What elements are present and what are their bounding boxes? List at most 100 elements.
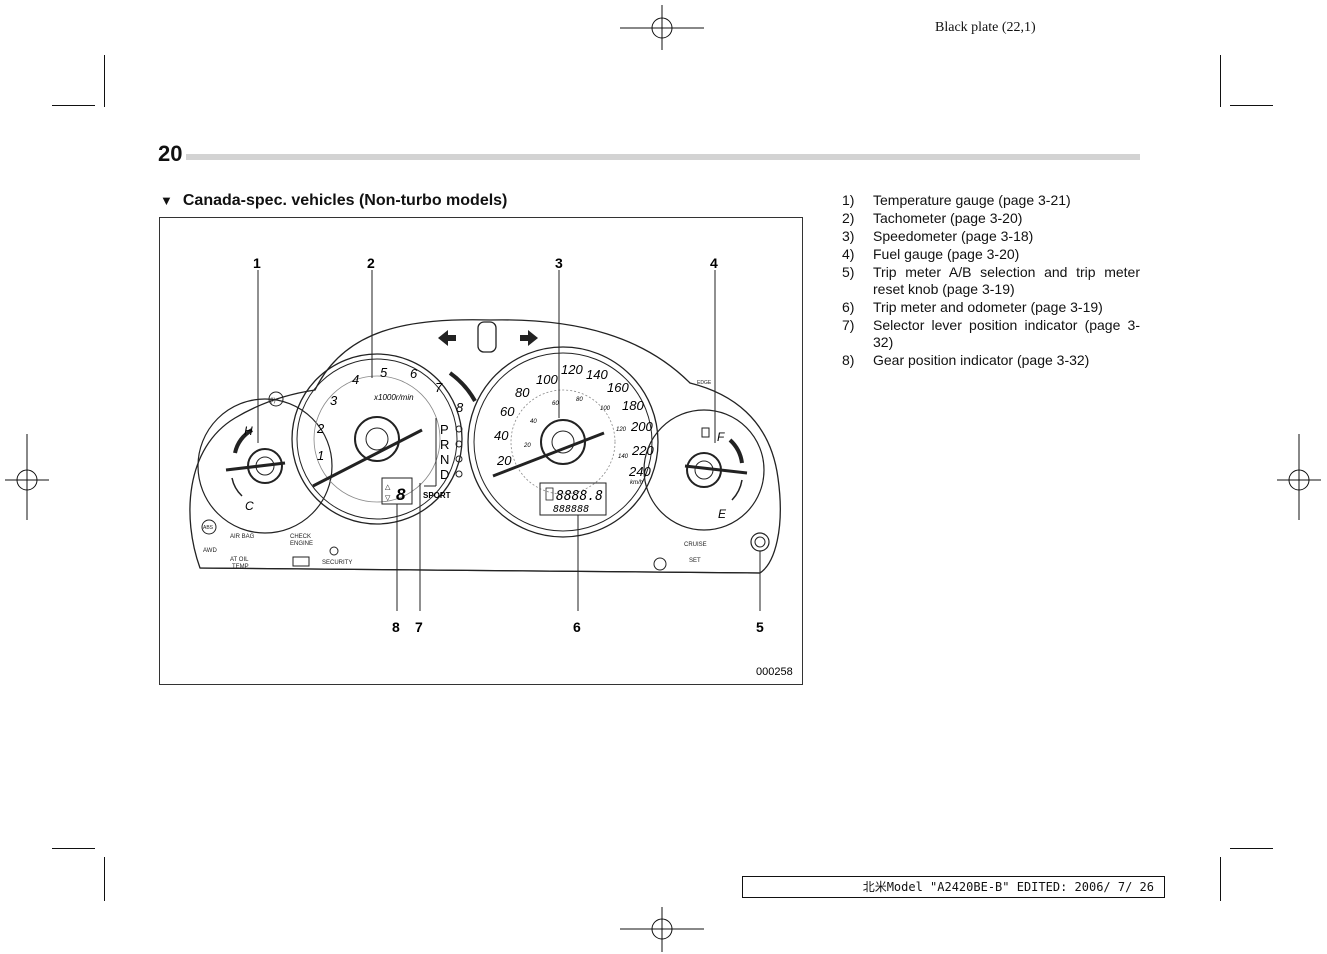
legend-num: 4) [842, 246, 855, 262]
edge-label: EDGE [697, 380, 712, 386]
legend-text: Fuel gauge (page 3-20) [873, 246, 1020, 262]
speed-inner-40: 40 [530, 419, 537, 425]
legend-num: 6) [842, 299, 855, 315]
speed-inner-20: 20 [523, 443, 531, 449]
callout-8: 8 [392, 619, 400, 635]
legend-item: 4) Fuel gauge (page 3-20) [842, 246, 1140, 263]
speed-inner-140: 140 [618, 454, 629, 460]
callout-3: 3 [555, 255, 563, 271]
callout-leaders [257, 270, 761, 611]
callout-4: 4 [710, 255, 718, 271]
callout-1: 1 [253, 255, 261, 271]
legend-text: Trip meter and odometer (page 3-19) [873, 299, 1103, 315]
legend-item: 5) Trip meter A/B selection and trip mete… [842, 264, 1140, 298]
tach-tick-7: 7 [435, 380, 443, 395]
brake-warning-label: (!) [270, 398, 276, 404]
section-heading-text: Canada-spec. vehicles (Non-turbo models) [182, 192, 508, 209]
legend-text: Speedometer (page 3-18) [873, 228, 1034, 244]
speed-tick-140: 140 [586, 367, 608, 382]
tach-tick-8: 8 [456, 400, 464, 415]
temp-low-label: C [245, 499, 254, 513]
speed-tick-80: 80 [515, 385, 530, 400]
at-oil-temp-label-2: TEMP [232, 564, 249, 570]
selector-r: R [440, 437, 449, 452]
legend-text: Tachometer (page 3-20) [873, 210, 1023, 226]
security-icon [329, 546, 339, 556]
odometer-top: 8888.8 [556, 489, 603, 504]
odometer-display: 8888.8 888888 [539, 482, 607, 516]
set-label: SET [689, 558, 701, 564]
awd-label: AWD [203, 548, 217, 554]
selector-lever-indicator: P R N D SPORT [423, 418, 463, 500]
gear-digit: 8 [396, 485, 406, 504]
odometer-bottom: 888888 [553, 504, 589, 515]
speed-unit: km/h [630, 480, 644, 486]
cluster-housing [189, 319, 781, 574]
fuel-pump-icon [701, 427, 710, 438]
speed-tick-160: 160 [607, 380, 629, 395]
page-number: 20 [158, 141, 183, 166]
speedometer: 20 40 60 80 100 120 140 160 180 200 220 … [467, 346, 659, 538]
tach-tick-2: 2 [316, 421, 325, 436]
airbag-label: AIR BAG [230, 534, 255, 540]
legend-item: 7) Selector lever position indicator (pag… [842, 317, 1140, 351]
check-engine-label-2: ENGINE [290, 541, 313, 547]
selector-n: N [440, 452, 449, 467]
battery-icon [292, 556, 310, 567]
legend-text: Gear position indicator (page 3-32) [873, 352, 1090, 368]
speed-tick-240: 240 [628, 464, 651, 479]
figure-code: 000258 [756, 666, 793, 678]
legend-text: Trip meter A/B selection and trip meter … [873, 264, 1140, 297]
tach-tick-4: 4 [352, 372, 359, 387]
check-engine-label-1: CHECK [290, 534, 311, 540]
legend-num: 8) [842, 352, 855, 368]
temp-high-label: H [244, 424, 253, 438]
legend-item: 3) Speedometer (page 3-18) [842, 228, 1140, 245]
gear-position-indicator: △ ▽ 8 [381, 477, 413, 505]
plate-label: Black plate (22,1) [935, 20, 1036, 35]
fuel-full-label: F [717, 430, 725, 444]
legend-item: 8) Gear position indicator (page 3-32) [842, 352, 1140, 369]
turn-right-icon [520, 330, 538, 346]
legend-num: 3) [842, 228, 855, 244]
fuel-gauge: F E [643, 409, 765, 531]
speed-tick-60: 60 [500, 404, 515, 419]
legend-item: 1) Temperature gauge (page 3-21) [842, 192, 1140, 209]
abs-label: ABS [203, 525, 214, 531]
sport-label: SPORT [423, 491, 451, 500]
shift-down-icon: ▽ [385, 495, 391, 502]
speed-tick-220: 220 [631, 443, 654, 458]
legend-num: 2) [842, 210, 855, 226]
door-open-icon [477, 321, 497, 353]
turn-left-icon [438, 330, 456, 346]
legend-item: 6) Trip meter and odometer (page 3-19) [842, 299, 1140, 316]
callout-numbers: 1 2 3 4 5 6 7 8 [253, 255, 764, 635]
cruise-label: CRUISE [684, 542, 707, 548]
callout-5: 5 [756, 619, 764, 635]
speed-inner-120: 120 [616, 427, 627, 433]
instrument-cluster-figure: H C 1 2 3 4 5 6 7 8 x1000r/min △ ▽ 8 P R… [159, 217, 803, 685]
tach-unit: x1000r/min [373, 393, 414, 402]
legend-text: Temperature gauge (page 3-21) [873, 192, 1071, 208]
shift-up-icon: △ [385, 484, 391, 491]
speed-tick-120: 120 [561, 362, 583, 377]
speed-inner-60: 60 [552, 401, 559, 407]
header-rule [186, 154, 1140, 160]
speed-tick-180: 180 [622, 398, 644, 413]
legend-text: Selector lever position indicator (page … [873, 317, 1140, 350]
legend-num: 5) [842, 264, 855, 280]
tach-tick-1: 1 [317, 448, 324, 463]
legend-num: 1) [842, 192, 855, 208]
legend-num: 7) [842, 317, 855, 333]
callout-6: 6 [573, 619, 581, 635]
callout-2: 2 [367, 255, 375, 271]
footer-edit-stamp: 北米Model "A2420BE-B" EDITED: 2006/ 7/ 26 [742, 876, 1165, 898]
fuel-empty-label: E [718, 507, 727, 521]
tach-tick-5: 5 [380, 365, 388, 380]
speed-inner-100: 100 [600, 406, 611, 412]
speed-tick-20: 20 [496, 453, 512, 468]
speed-tick-40: 40 [494, 428, 509, 443]
speed-tick-200: 200 [630, 419, 653, 434]
warning-lights: (!) ABS AWD AIR BAG CHECK ENGINE AT OIL … [201, 380, 712, 571]
legend-item: 2) Tachometer (page 3-20) [842, 210, 1140, 227]
